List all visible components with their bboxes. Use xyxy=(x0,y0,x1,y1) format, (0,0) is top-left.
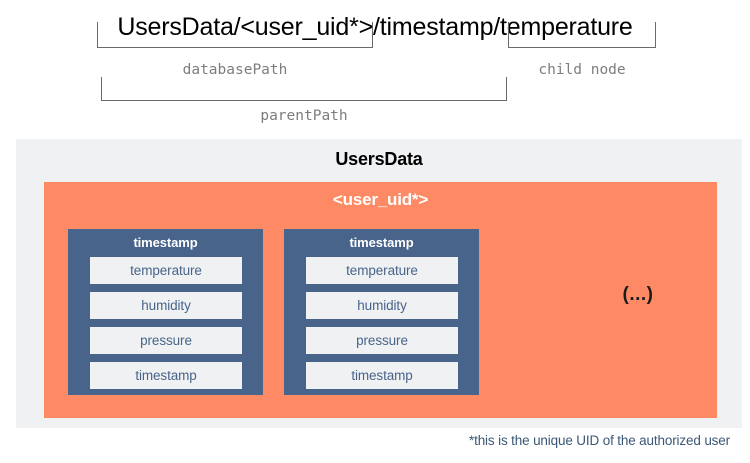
database-path-string: UsersData/<user_uid*>/timestamp/temperat… xyxy=(0,12,750,42)
field-temperature: temperature xyxy=(90,257,242,284)
timestamp-group: timestamp temperature humidity pressure … xyxy=(68,229,263,395)
path-segment-usersdata: UsersData/ xyxy=(117,13,241,41)
field-timestamp: timestamp xyxy=(306,362,458,389)
path-segment-timestamp: /timestamp/ xyxy=(373,13,501,41)
timestamp-group-fields: temperature humidity pressure timestamp xyxy=(90,257,242,397)
timestamp-group: timestamp temperature humidity pressure … xyxy=(284,229,479,395)
panel-title-usersdata: UsersData xyxy=(335,149,423,169)
field-pressure: pressure xyxy=(90,327,242,354)
field-pressure: pressure xyxy=(306,327,458,354)
more-entries-ellipsis: (...) xyxy=(622,284,654,305)
footnote-uid-explanation: *this is the unique UID of the authorize… xyxy=(468,433,730,448)
timestamp-group-fields: temperature humidity pressure timestamp xyxy=(306,257,458,397)
bracket-database-path xyxy=(97,22,373,48)
bracket-child-node xyxy=(508,22,656,48)
user-uid-node-title: <user_uid*> xyxy=(332,190,429,209)
label-child-node: child node xyxy=(538,62,626,78)
field-timestamp: timestamp xyxy=(90,362,242,389)
bracket-parent-path xyxy=(101,77,507,101)
timestamp-group-title: timestamp xyxy=(349,235,414,250)
timestamp-group-title: timestamp xyxy=(133,235,198,250)
field-humidity: humidity xyxy=(306,292,458,319)
path-segment-useruid: <user_uid*> xyxy=(240,13,374,41)
field-humidity: humidity xyxy=(90,292,242,319)
database-structure-panel: UsersData <user_uid*> timestamp temperat… xyxy=(16,139,742,428)
path-segment-temperature: temperature xyxy=(500,13,633,41)
user-uid-node: <user_uid*> timestamp temperature humidi… xyxy=(44,182,717,418)
path-notation-area: UsersData/<user_uid*>/timestamp/temperat… xyxy=(0,0,750,134)
label-database-path: databasePath xyxy=(182,62,288,78)
label-parent-path: parentPath xyxy=(260,108,348,124)
field-temperature: temperature xyxy=(306,257,458,284)
